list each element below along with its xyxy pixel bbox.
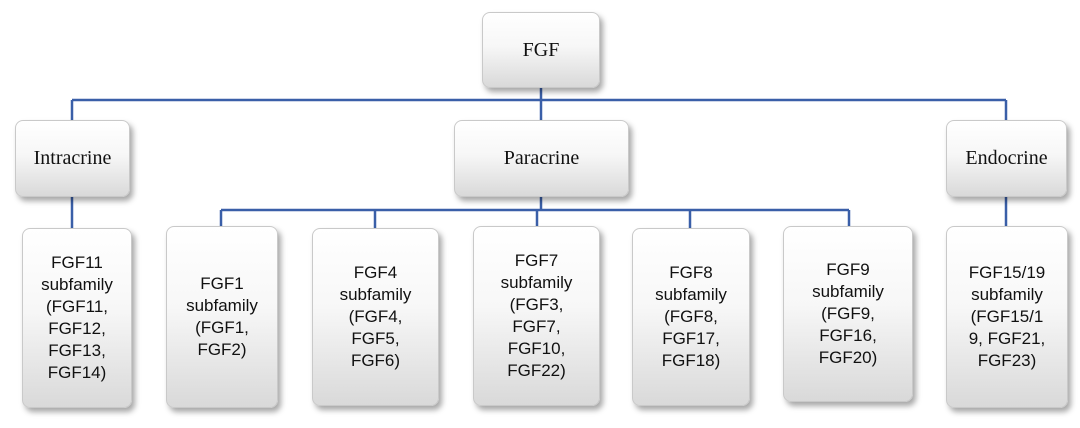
subfamily-fgf4: FGF4 subfamily (FGF4, FGF5, FGF6) bbox=[312, 228, 439, 406]
subfamily-fgf15-19: FGF15/19 subfamily (FGF15/1 9, FGF21, FG… bbox=[946, 226, 1068, 408]
subfamily-fgf7: FGF7 subfamily (FGF3, FGF7, FGF10, FGF22… bbox=[473, 226, 600, 406]
root-node-fgf: FGF bbox=[482, 12, 600, 88]
subfamily-fgf1: FGF1 subfamily (FGF1, FGF2) bbox=[166, 226, 278, 408]
subfamily-fgf9: FGF9 subfamily (FGF9, FGF16, FGF20) bbox=[783, 226, 913, 402]
category-intracrine: Intracrine bbox=[15, 120, 130, 197]
category-endocrine: Endocrine bbox=[946, 120, 1067, 197]
category-paracrine: Paracrine bbox=[454, 120, 629, 197]
subfamily-fgf11: FGF11 subfamily (FGF11, FGF12, FGF13, FG… bbox=[22, 228, 132, 408]
subfamily-fgf8: FGF8 subfamily (FGF8, FGF17, FGF18) bbox=[632, 228, 750, 406]
